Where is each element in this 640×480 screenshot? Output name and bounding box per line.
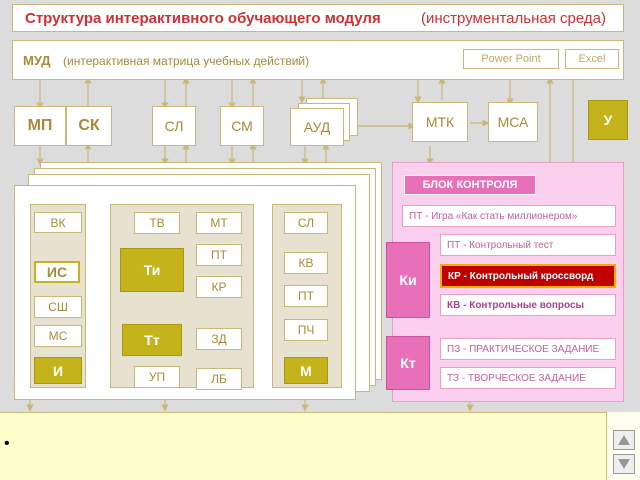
page-subtitle: (инструментальная среда)	[421, 10, 606, 27]
mud-description: (интерактивная матрица учебных действий)	[63, 54, 310, 68]
control-header: БЛОК КОНТРОЛЯ	[404, 175, 536, 195]
scroll-down-button[interactable]	[613, 454, 635, 474]
aud-box[interactable]: АУД	[290, 108, 344, 146]
control-item-creative[interactable]: ТЗ - ТВОРЧЕСКОЕ ЗАДАНИЕ	[440, 367, 616, 389]
kt-box[interactable]: Кт	[386, 336, 430, 390]
msa-box[interactable]: МСА	[488, 102, 538, 142]
sk-box[interactable]: СК	[66, 106, 112, 146]
vk-box[interactable]: ВК	[34, 212, 82, 233]
pt-col-box[interactable]: ПТ	[284, 285, 328, 307]
mp-box[interactable]: МП	[14, 106, 66, 146]
title-bar: Структура интерактивного обучающего моду…	[12, 4, 624, 32]
mud-block: МУД (интерактивная матрица учебных дейст…	[12, 40, 624, 80]
sl-col-box[interactable]: СЛ	[284, 212, 328, 234]
mud-label: МУД	[23, 53, 51, 68]
arrow-up-icon	[618, 435, 630, 445]
scrollbar[interactable]	[606, 412, 640, 480]
mt-box[interactable]: МТ	[196, 212, 242, 234]
mtk-box[interactable]: МТК	[412, 102, 468, 142]
control-item-crossword[interactable]: КР - Контрольный кроссворд	[440, 264, 616, 288]
sm-box[interactable]: СМ	[220, 106, 264, 146]
bottom-text-area[interactable]: •	[0, 412, 606, 480]
control-item-questions[interactable]: КВ - Контрольные вопросы	[440, 294, 616, 316]
control-item-practical[interactable]: ПЗ - ПРАКТИЧЕСКОЕ ЗАДАНИЕ	[440, 338, 616, 360]
kr-box[interactable]: КР	[196, 276, 242, 298]
u-box[interactable]: У	[588, 100, 628, 140]
i-box[interactable]: И	[34, 357, 82, 384]
tt-box[interactable]: Тт	[122, 324, 182, 356]
ssh-box[interactable]: СШ	[34, 296, 82, 318]
control-item-test[interactable]: ПТ - Контрольный тест	[440, 234, 616, 256]
is-box[interactable]: ИС	[34, 261, 80, 283]
ms-box[interactable]: МС	[34, 325, 82, 347]
ki-box[interactable]: Ки	[386, 242, 430, 318]
pt-box[interactable]: ПТ	[196, 244, 242, 266]
powerpoint-button[interactable]: Power Point	[463, 49, 559, 69]
zd-box[interactable]: ЗД	[196, 328, 242, 350]
bullet: •	[4, 435, 10, 452]
up-box[interactable]: УП	[134, 366, 180, 388]
sl-box[interactable]: СЛ	[152, 106, 196, 146]
m-box[interactable]: М	[284, 357, 328, 384]
page-title: Структура интерактивного обучающего моду…	[25, 10, 381, 27]
scroll-up-button[interactable]	[613, 430, 635, 450]
game-item[interactable]: ПТ - Игра «Как стать миллионером»	[402, 205, 616, 227]
kv-col-box[interactable]: КВ	[284, 252, 328, 274]
arrow-down-icon	[618, 459, 630, 469]
ti-box[interactable]: Ти	[120, 248, 184, 292]
tv-box[interactable]: ТВ	[134, 212, 180, 234]
pch-col-box[interactable]: ПЧ	[284, 319, 328, 341]
excel-button[interactable]: Excel	[565, 49, 619, 69]
lb-box[interactable]: ЛБ	[196, 368, 242, 390]
